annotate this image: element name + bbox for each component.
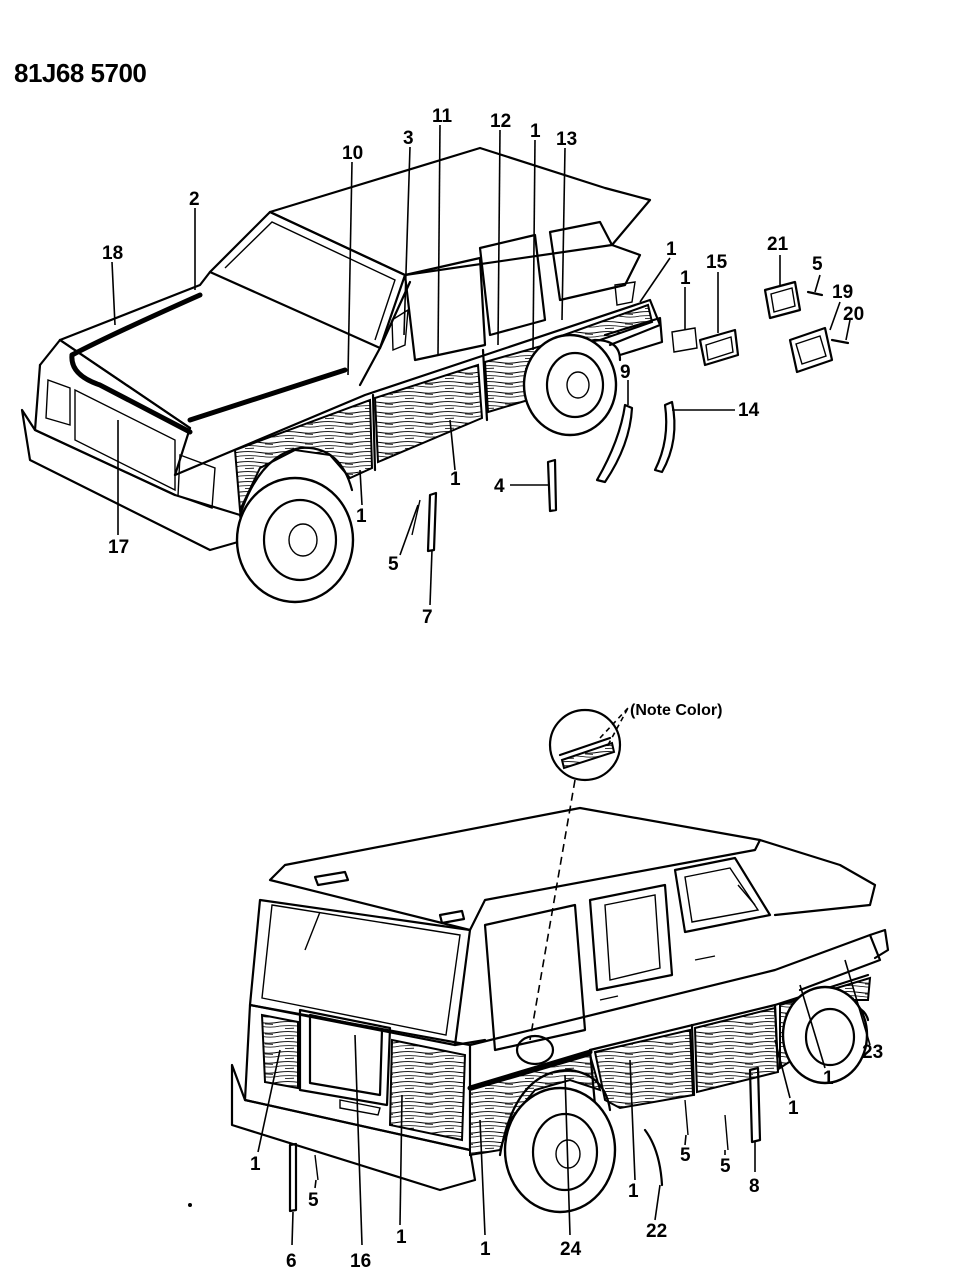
callout-14: 14 <box>738 400 760 421</box>
part-14-flare <box>653 400 676 474</box>
part-5-screw-b <box>411 499 421 536</box>
woodgrain-rear-right <box>388 1038 467 1142</box>
front-tire <box>235 476 355 604</box>
front-tire-bottom <box>781 985 869 1085</box>
vehicle-front-view <box>20 146 664 604</box>
callout-5: 5 <box>720 1156 731 1177</box>
callout-22: 22 <box>646 1221 667 1242</box>
part-15-lamp <box>698 328 740 367</box>
part-9-flare <box>595 403 634 484</box>
part-4-molding <box>546 458 558 513</box>
callout-1: 1 <box>396 1227 407 1248</box>
part-8-molding <box>748 1066 762 1144</box>
rear-tire-bottom <box>503 1086 617 1214</box>
rear-tire <box>522 333 618 437</box>
note-detail: (Note Color) <box>529 702 722 1041</box>
callout-1: 1 <box>480 1239 491 1260</box>
part-21-bezel <box>763 280 802 320</box>
callouts-bottom: 23 1 1 8 5 5 22 1 24 1 1 16 6 5 1 <box>250 1042 883 1272</box>
callout-1: 1 <box>666 239 677 260</box>
leaders-top <box>111 124 851 606</box>
callout-5: 5 <box>388 554 399 575</box>
part-19-bezel <box>788 326 834 374</box>
part-7-molding <box>426 491 438 553</box>
callout-1: 1 <box>250 1154 261 1175</box>
woodgrain-quarter-rear <box>469 1053 602 1157</box>
callout-16: 16 <box>350 1251 371 1272</box>
callout-5: 5 <box>812 254 823 275</box>
part-5-screw <box>806 290 824 297</box>
callout-3: 3 <box>403 128 414 149</box>
leaders-bottom <box>257 959 871 1246</box>
callout-13: 13 <box>556 129 577 150</box>
callout-20: 20 <box>843 304 864 325</box>
callout-15: 15 <box>706 252 728 273</box>
callout-7: 7 <box>422 607 433 628</box>
callout-4: 4 <box>494 476 505 497</box>
part-20-screw <box>830 338 850 345</box>
part-6-molding <box>288 1142 298 1213</box>
callout-1: 1 <box>356 506 367 527</box>
loose-parts-top <box>411 280 850 553</box>
callout-17: 17 <box>108 537 129 558</box>
callouts-top: 18 2 10 3 11 12 1 13 1 1 15 21 5 19 20 9… <box>102 106 864 628</box>
callout-19: 19 <box>832 282 853 303</box>
woodgrain-rear-door-side <box>593 1028 695 1110</box>
callout-1: 1 <box>680 268 691 289</box>
callout-11: 11 <box>432 106 453 127</box>
diagram-id: 81J68 5700 <box>14 58 146 88</box>
callout-1: 1 <box>823 1068 834 1089</box>
callout-2: 2 <box>189 189 200 210</box>
callout-1: 1 <box>450 469 461 490</box>
callout-5: 5 <box>308 1190 319 1211</box>
callout-5: 5 <box>680 1145 691 1166</box>
callout-1: 1 <box>788 1098 799 1119</box>
callout-8: 8 <box>749 1176 760 1197</box>
callout-21: 21 <box>767 234 789 255</box>
callout-1: 1 <box>530 121 541 142</box>
note-color-label: (Note Color) <box>630 702 722 719</box>
callout-24: 24 <box>560 1239 582 1260</box>
woodgrain-front-door <box>373 363 484 464</box>
vehicle-rear-view <box>230 806 890 1214</box>
part-22-molding <box>643 1128 664 1187</box>
callout-12: 12 <box>490 111 511 132</box>
callout-9: 9 <box>620 362 631 383</box>
loose-parts-bottom <box>188 1066 762 1213</box>
callout-23: 23 <box>862 1042 883 1063</box>
callout-10: 10 <box>342 143 363 164</box>
callout-6: 6 <box>286 1251 297 1272</box>
part-1-badge <box>671 327 698 353</box>
callout-18: 18 <box>102 243 123 264</box>
callout-1: 1 <box>628 1181 639 1202</box>
